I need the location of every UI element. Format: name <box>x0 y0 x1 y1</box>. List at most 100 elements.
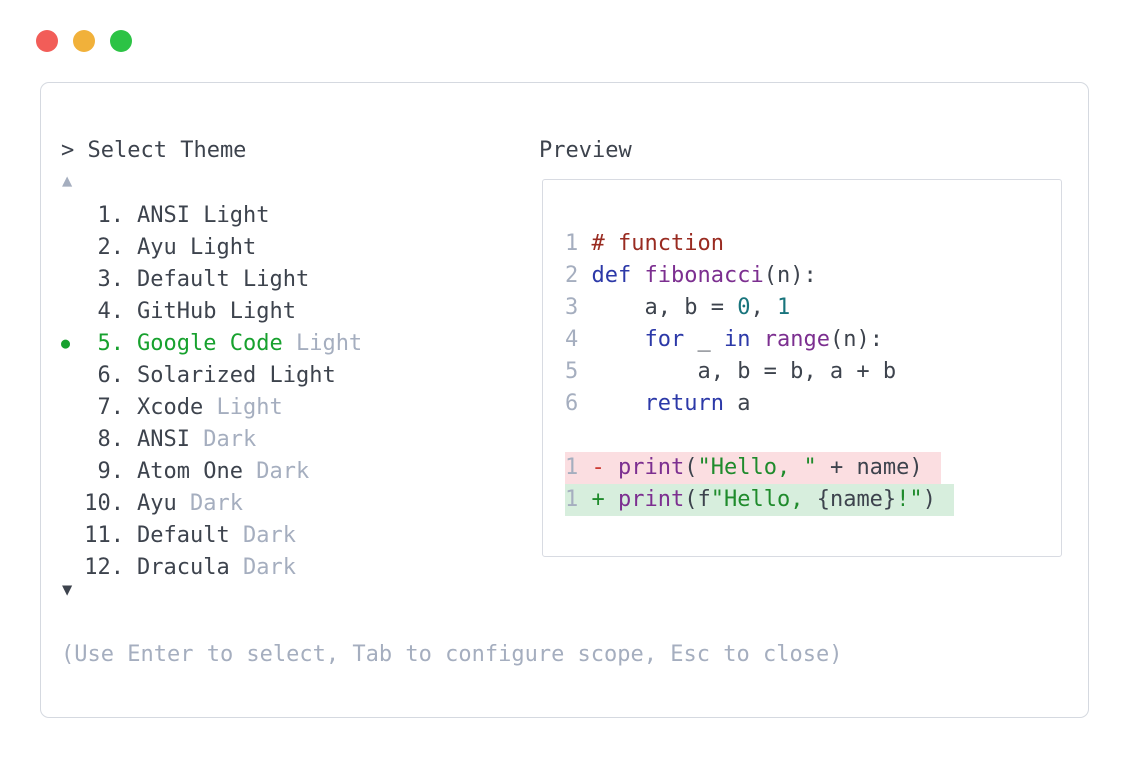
theme-number: 9. <box>97 458 125 484</box>
theme-option-solarized-light[interactable]: 6.Solarized Light <box>61 359 362 391</box>
code-line: 1 # function <box>565 228 1061 260</box>
comment-token: # function <box>591 231 724 256</box>
function-name-token: print <box>618 455 685 480</box>
diff-added-line: 1 + print(f"Hello, {name}!") <box>565 484 1061 516</box>
theme-option-xcode-light[interactable]: 7. Xcode Light <box>61 391 362 423</box>
theme-label: Xcode Light <box>137 395 283 420</box>
code-line-content: 3 a, b = 0, 1 <box>565 292 790 324</box>
line-number: 6 <box>565 391 592 416</box>
preview-heading: Preview <box>539 138 632 163</box>
theme-number: 12. <box>84 554 124 580</box>
theme-number: 7. <box>97 394 125 420</box>
code-token <box>750 327 763 352</box>
theme-name: Solarized <box>137 362 257 388</box>
minimize-button[interactable] <box>73 30 95 52</box>
code-token: a, b = b, a + b <box>591 359 897 384</box>
theme-option-ayu-dark[interactable]: 10. Ayu Dark <box>61 487 362 519</box>
help-text: (Use Enter to select, Tab to configure s… <box>61 642 843 667</box>
scroll-up-indicator-icon[interactable]: ▲ <box>62 171 73 191</box>
code-token: (n): <box>829 327 883 352</box>
code-line-content: 2 def fibonacci(n): <box>565 260 817 292</box>
function-name-token: range <box>763 327 830 352</box>
theme-name: Xcode <box>137 394 204 420</box>
scroll-down-indicator-icon[interactable]: ▼ <box>62 580 73 600</box>
code-line: 4 for _ in range(n): <box>565 324 1061 356</box>
theme-name: Atom One <box>137 458 243 484</box>
line-number: 1 <box>565 231 592 256</box>
code-line <box>565 420 1061 452</box>
diff-removed-line: 1 - print("Hello, " + name) <box>565 452 1061 484</box>
theme-label: Google Code Light <box>137 331 362 356</box>
line-number: 1 <box>565 455 592 480</box>
code-line-content: 1 + print(f"Hello, {name}!") <box>565 484 954 516</box>
number-token: 0 <box>737 295 751 320</box>
keyword-token: return <box>644 391 724 416</box>
theme-name: Default <box>137 522 230 548</box>
theme-number: 11. <box>84 522 124 548</box>
theme-label: Solarized Light <box>137 363 336 388</box>
theme-label: GitHub Light <box>137 299 296 324</box>
code-token: ) <box>922 487 936 512</box>
theme-option-google-code-light[interactable]: ●5.Google Code Light <box>61 327 362 359</box>
code-token <box>605 455 618 480</box>
code-token: ( <box>684 455 698 480</box>
theme-variant: Dark <box>242 522 296 548</box>
maximize-button[interactable] <box>110 30 132 52</box>
theme-label: Ayu Light <box>137 235 256 260</box>
theme-name: Google Code <box>137 330 283 356</box>
theme-option-dracula-dark[interactable]: 12. Dracula Dark <box>61 551 362 583</box>
code-token <box>592 391 645 416</box>
theme-option-default-dark[interactable]: 11. Default Dark <box>61 519 362 551</box>
code-line: 3 a, b = 0, 1 <box>565 292 1061 324</box>
theme-number: 4. <box>97 298 125 324</box>
theme-variant: Light <box>216 394 283 420</box>
theme-number: 10. <box>84 490 124 516</box>
theme-variant: Light <box>190 234 257 260</box>
theme-option-default-light[interactable]: 3.Default Light <box>61 263 362 295</box>
function-name-token: fibonacci <box>644 263 764 288</box>
theme-name: Dracula <box>137 554 230 580</box>
string-token: !" <box>896 487 923 512</box>
theme-name: Ayu <box>137 490 177 516</box>
function-name-token: print <box>618 487 685 512</box>
code-line-content: 4 for _ in range(n): <box>565 324 883 356</box>
code-token: , <box>750 295 777 320</box>
theme-option-github-light[interactable]: 4. GitHub Light <box>61 295 362 327</box>
theme-variant: Dark <box>256 458 310 484</box>
theme-option-atom-one-dark[interactable]: 9. Atom One Dark <box>61 455 362 487</box>
line-number: 4 <box>565 327 592 352</box>
code-token: (f <box>684 487 711 512</box>
close-button[interactable] <box>36 30 58 52</box>
theme-label: Dracula Dark <box>137 555 296 580</box>
code-token: a, b = <box>591 295 738 320</box>
code-token: (n): <box>763 263 817 288</box>
theme-label: ANSI Light <box>137 203 269 228</box>
code-token: {name} <box>816 487 897 512</box>
theme-number: 2. <box>97 234 125 260</box>
theme-name: Ayu <box>137 234 177 260</box>
theme-number: 8. <box>97 426 125 452</box>
minus-token: - <box>591 455 605 480</box>
theme-label: ANSI Dark <box>137 427 256 452</box>
plus-token: + <box>591 487 605 512</box>
code-line: 2 def fibonacci(n): <box>565 260 1061 292</box>
theme-label: Ayu Dark <box>137 491 243 516</box>
code-line-content: 5 a, b = b, a + b <box>565 356 896 388</box>
code-token: a <box>723 391 751 416</box>
theme-option-ansi-light[interactable]: 1.ANSI Light <box>61 199 362 231</box>
line-number: 2 <box>565 263 592 288</box>
theme-option-ansi-dark[interactable]: 8. ANSI Dark <box>61 423 362 455</box>
theme-variant: Light <box>269 362 336 388</box>
code-line-content: 1 # function <box>565 228 724 260</box>
theme-variant: Dark <box>190 490 243 516</box>
code-token: + name) <box>816 455 923 480</box>
theme-label: Default Light <box>137 267 309 292</box>
window-controls <box>36 30 132 52</box>
line-number: 1 <box>565 487 592 512</box>
theme-number: 5. <box>97 330 125 356</box>
theme-option-ayu-light[interactable]: 2. Ayu Light <box>61 231 362 263</box>
